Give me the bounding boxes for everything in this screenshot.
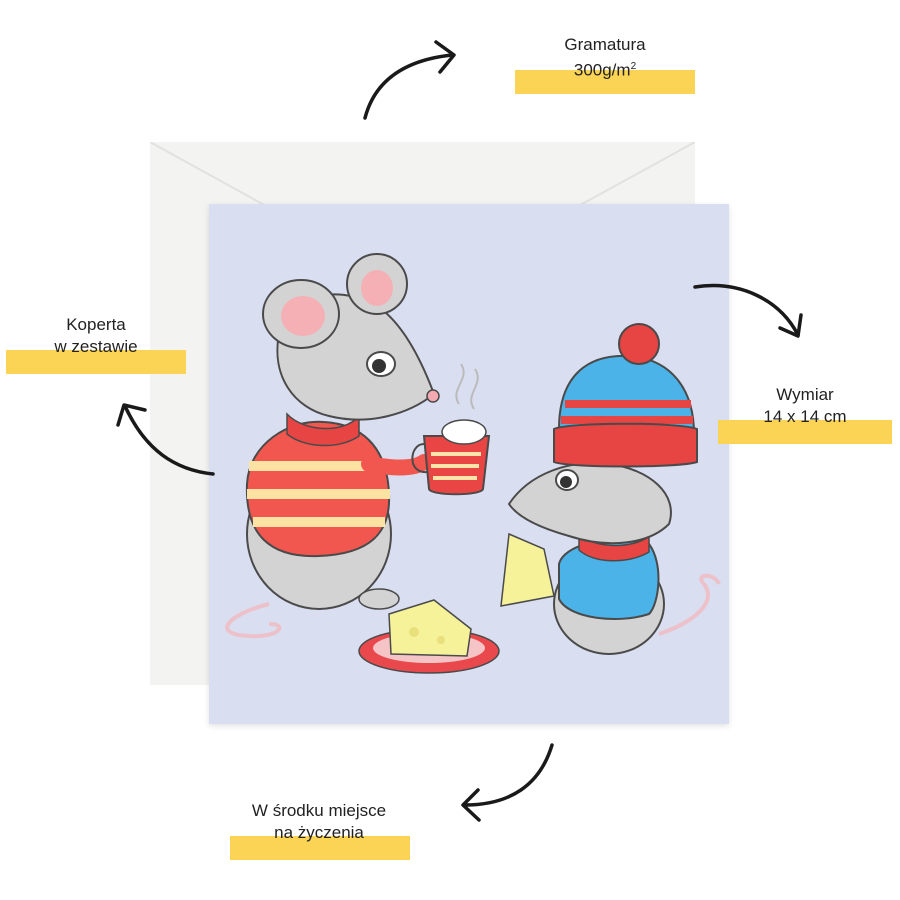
size-value: 14 x 14 cm	[763, 407, 847, 426]
inside-label: W środku miejsce na życzenia	[222, 800, 416, 862]
envelope-line-1: Koperta	[66, 315, 126, 334]
inside-line-1: W środku miejsce	[251, 801, 387, 820]
card-illustration	[225, 253, 721, 674]
small-cheese-icon	[500, 532, 555, 607]
size-title: Wymiar	[776, 385, 834, 404]
cocoa-mug-icon	[411, 363, 491, 496]
arrow-to-size-icon	[693, 283, 800, 337]
envelope-highlight	[6, 350, 186, 374]
arrow-to-paper-weight-icon	[363, 53, 454, 120]
greeting-card	[209, 204, 729, 724]
arrow-to-envelope-icon	[123, 404, 215, 476]
left-mouse-tail-icon	[225, 602, 282, 639]
right-mouse-tail-icon	[658, 573, 721, 636]
envelope-label: Koperta w zestawie	[6, 314, 186, 374]
paper-weight-label: Gramatura 300g/m2	[515, 34, 695, 94]
paper-weight-value: 300g/m2	[573, 60, 637, 80]
mouse-with-sweater-icon	[245, 253, 440, 610]
cheese-wedge-icon	[388, 599, 472, 657]
size-label: Wymiar 14 x 14 cm	[718, 384, 892, 446]
inside-highlight	[230, 836, 410, 860]
inside-line-2: na życzenia	[274, 823, 364, 842]
paper-weight-title: Gramatura	[564, 35, 646, 54]
arrow-to-inside-icon	[463, 743, 554, 807]
mouse-with-hat-icon	[507, 323, 698, 655]
size-highlight	[718, 420, 892, 444]
paper-weight-highlight	[515, 70, 695, 94]
envelope-line-2: w zestawie	[54, 337, 138, 356]
